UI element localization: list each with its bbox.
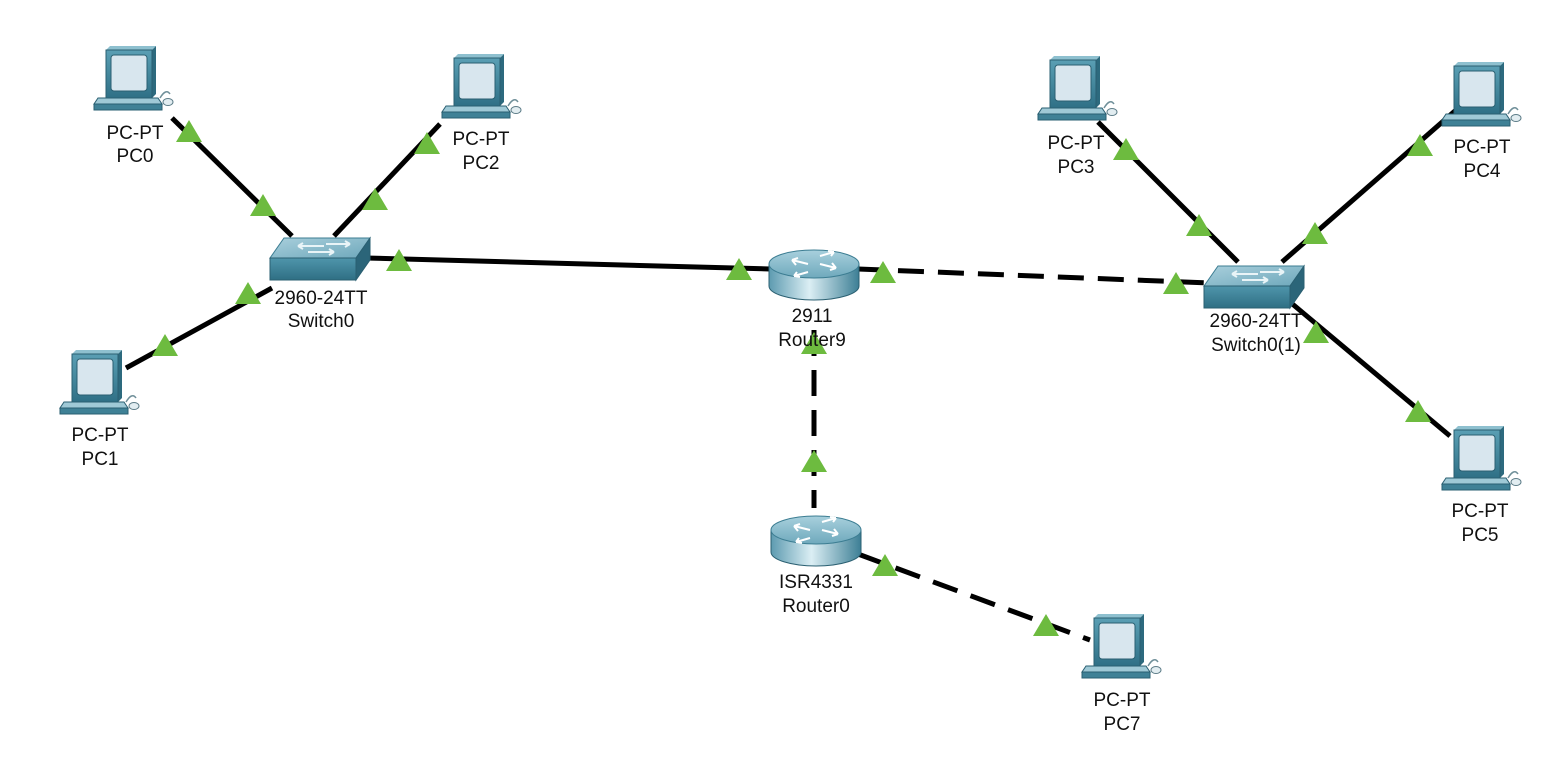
device-model-label: 2960-24TT <box>275 288 368 309</box>
device-switch0-1[interactable]: 2960-24TT Switch0(1) <box>1203 265 1305 356</box>
link-up-indicator <box>801 332 827 354</box>
link-switch0-router9[interactable] <box>365 255 771 272</box>
device-name-label: Router0 <box>782 596 850 617</box>
device-name-label: Switch0 <box>288 311 355 332</box>
switch-icon <box>269 237 371 281</box>
link-router9-switch0-1[interactable] <box>857 266 1211 286</box>
link-up-indicator <box>1163 272 1189 294</box>
device-name-label: PC5 <box>1462 525 1499 546</box>
device-name-label: PC0 <box>117 146 154 167</box>
link-up-indicator <box>801 450 827 472</box>
pc-icon <box>441 53 522 119</box>
pc-icon <box>1441 61 1522 127</box>
link-up-indicator <box>414 132 440 154</box>
device-name-label: PC3 <box>1058 157 1095 178</box>
device-pc4[interactable]: PC-PT PC4 <box>1441 61 1522 182</box>
link-up-indicator <box>250 194 276 216</box>
pc-icon <box>1081 613 1162 679</box>
link-up-indicator <box>1033 614 1059 636</box>
device-model-label: PC-PT <box>1452 501 1509 522</box>
device-model-label: ISR4331 <box>779 572 853 593</box>
link-up-indicator <box>1186 214 1212 236</box>
switch-icon <box>1203 265 1305 309</box>
link-up-indicator <box>152 334 178 356</box>
link-up-indicator <box>362 188 388 210</box>
device-model-label: PC-PT <box>72 425 129 446</box>
device-name-label: PC7 <box>1104 714 1141 735</box>
router-icon <box>770 515 862 567</box>
device-pc3[interactable]: PC-PT PC3 <box>1037 55 1118 178</box>
device-model-label: PC-PT <box>107 123 164 144</box>
device-router9[interactable]: 2911 Router9 <box>768 249 860 351</box>
pc-icon <box>93 45 174 111</box>
device-name-label: Switch0(1) <box>1211 335 1301 356</box>
router-icon <box>768 249 860 301</box>
device-pc2[interactable]: PC-PT PC2 <box>441 53 522 174</box>
device-router0[interactable]: ISR4331 Router0 <box>770 515 862 617</box>
device-model-label: PC-PT <box>453 129 510 150</box>
pc-icon <box>1037 55 1118 121</box>
link-up-indicator <box>386 249 412 271</box>
device-model-label: PC-PT <box>1094 690 1151 711</box>
link-up-indicator <box>872 554 898 576</box>
device-model-label: PC-PT <box>1048 133 1105 154</box>
link-up-indicator <box>176 120 202 142</box>
device-model-label: PC-PT <box>1454 137 1511 158</box>
link-pc3-switch0-1[interactable] <box>1096 120 1240 264</box>
link-up-indicator <box>1405 400 1431 422</box>
link-up-indicator <box>1407 134 1433 156</box>
device-model-label: 2911 <box>792 306 833 327</box>
device-name-label: PC2 <box>463 153 500 174</box>
device-pc5[interactable]: PC-PT PC5 <box>1441 425 1522 546</box>
device-pc0[interactable]: PC-PT PC0 <box>93 45 174 167</box>
device-name-label: PC4 <box>1464 161 1501 182</box>
device-pc1[interactable]: PC-PT PC1 <box>59 349 140 470</box>
link-up-indicator <box>726 258 752 280</box>
link-up-indicator <box>870 261 896 283</box>
link-up-indicator <box>1113 138 1139 160</box>
device-name-label: PC1 <box>82 449 119 470</box>
device-pc7[interactable]: PC-PT PC7 <box>1081 613 1162 735</box>
link-up-indicator <box>1302 222 1328 244</box>
pc-icon <box>59 349 140 415</box>
device-name-label: Router9 <box>778 330 846 351</box>
link-router0-pc7[interactable] <box>857 551 1091 643</box>
device-model-label: 2960-24TT <box>1210 311 1303 332</box>
device-switch0[interactable]: 2960-24TT Switch0 <box>269 237 371 332</box>
link-status-layer <box>152 120 1433 636</box>
link-up-indicator <box>1303 321 1329 343</box>
pc-icon <box>1441 425 1522 491</box>
link-up-indicator <box>235 282 261 304</box>
